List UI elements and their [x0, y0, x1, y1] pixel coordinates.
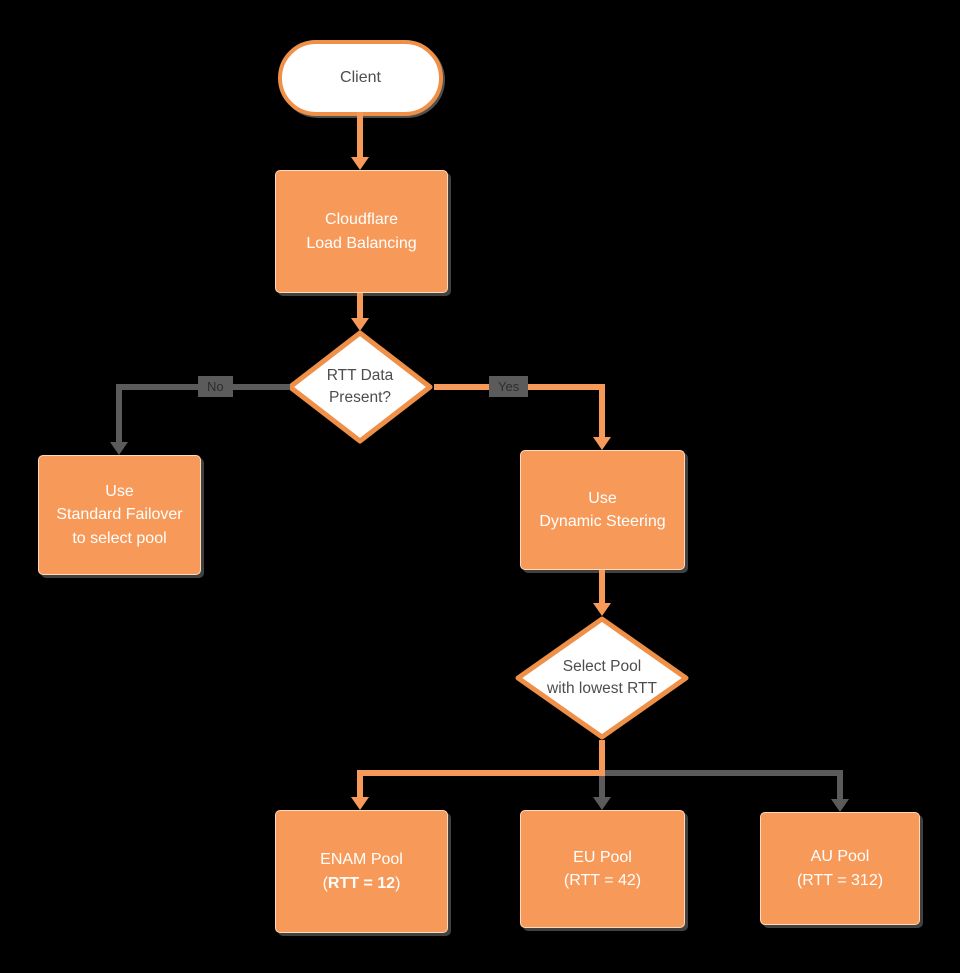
rtt-decision-line2: Present? [328, 389, 392, 406]
enam-rtt-prefix: ( [322, 874, 328, 892]
load-balancer-label-line2: Load Balancing [306, 234, 417, 252]
connector-fanout-left-horizontal [357, 770, 605, 776]
edge-label-no: No [198, 376, 233, 397]
enam-rtt-value: RTT = 12 [327, 874, 396, 892]
arrow-down-icon [593, 797, 611, 810]
dynamic-steering-line2: Dynamic Steering [539, 513, 666, 530]
client-node-label: Client [340, 69, 381, 86]
connector-client-to-loadbalancer [357, 112, 363, 158]
rtt-decision-line1: RTT Data [326, 367, 394, 385]
eu-pool-line2: (RTT = 42) [563, 872, 642, 889]
enam-pool-line2: (RTT = 12) [323, 872, 401, 895]
connector-no-branch-vertical [116, 384, 122, 443]
connector-to-eu-pool [599, 776, 605, 798]
arrow-down-icon [593, 437, 611, 450]
select-pool-line2: with lowest RTT [547, 680, 657, 697]
eu-pool-node: EU Pool (RTT = 42) [520, 810, 685, 928]
standard-failover-line3: to select pool [72, 529, 167, 547]
enam-pool-node: ENAM Pool (RTT = 12) [275, 810, 448, 933]
dynamic-steering-line1: Use [588, 489, 617, 507]
au-pool-node: AU Pool (RTT = 312) [760, 812, 920, 925]
client-node: Client [278, 40, 443, 116]
eu-pool-line1: EU Pool [573, 848, 632, 866]
connector-to-enam-pool [357, 770, 363, 798]
arrow-down-icon [831, 799, 849, 812]
select-pool-decision-node: Select Pool with lowest RTT [514, 616, 690, 740]
au-pool-line2: (RTT = 312) [796, 871, 884, 889]
arrow-down-icon [593, 603, 611, 616]
connector-loadbalancer-to-rtt-decision [357, 293, 363, 319]
load-balancer-node: Cloudflare Load Balancing [275, 170, 448, 293]
load-balancer-label-line1: Cloudflare [325, 211, 398, 229]
enam-rtt-suffix: ) [395, 874, 401, 892]
arrow-down-icon [351, 797, 369, 810]
enam-pool-line1: ENAM Pool [320, 851, 403, 869]
dynamic-steering-node: Use Dynamic Steering [520, 450, 685, 570]
diamond-shape [515, 616, 689, 740]
standard-failover-line1: Use [105, 483, 134, 501]
arrow-down-icon [351, 318, 369, 331]
au-pool-line1: AU Pool [810, 848, 870, 866]
arrow-down-icon [351, 157, 369, 170]
standard-failover-line2: Standard Failover [56, 506, 183, 524]
connector-fanout-right-horizontal [605, 770, 843, 776]
edge-label-yes: Yes [489, 376, 529, 397]
connector-to-au-pool [837, 770, 843, 800]
arrow-down-icon [110, 442, 128, 455]
select-pool-decision-text: Select Pool with lowest RTT [514, 616, 690, 740]
rtt-decision-node: RTT Data Present? [286, 330, 434, 444]
rtt-decision-text: RTT Data Present? [286, 330, 434, 444]
connector-selectpool-down [599, 740, 605, 776]
select-pool-line1: Select Pool [562, 658, 642, 676]
diamond-shape [287, 330, 433, 444]
standard-failover-node: Use Standard Failover to select pool [38, 455, 201, 575]
connector-steering-to-selectpool [599, 570, 605, 604]
connector-yes-branch-vertical [599, 384, 605, 438]
